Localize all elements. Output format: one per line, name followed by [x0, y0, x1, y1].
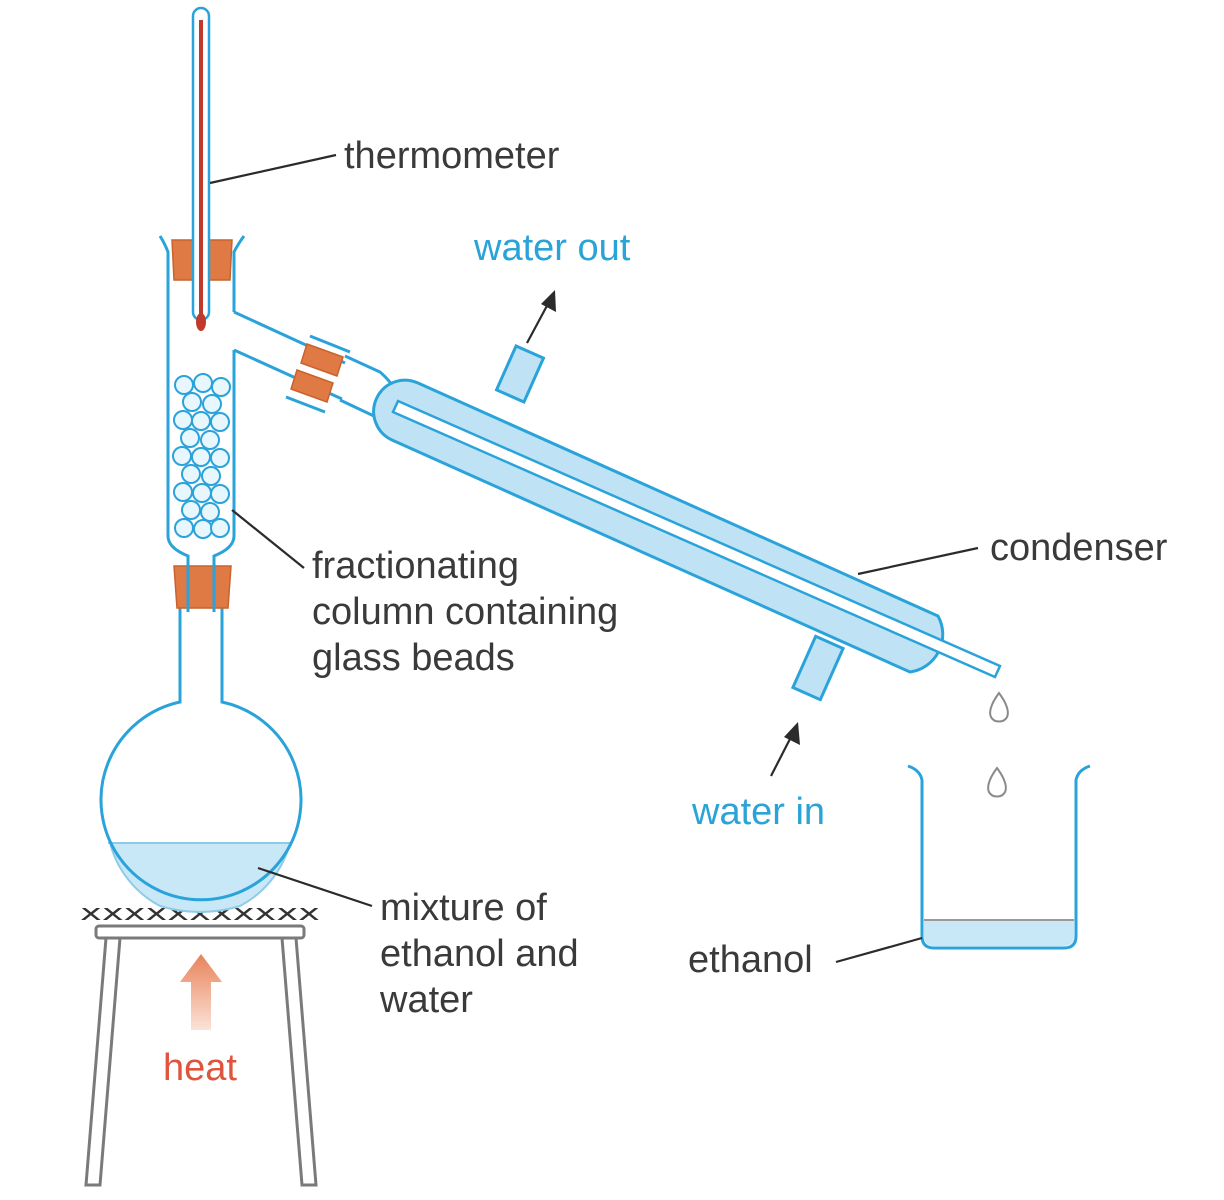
mixture-label-line-3: water	[379, 979, 473, 1021]
thermometer	[191, 6, 211, 331]
mixture-label-line-2: ethanol and	[380, 933, 579, 975]
flask-cork	[173, 560, 232, 612]
mixture-leader	[257, 866, 373, 908]
ethanol-label: ethanol	[688, 939, 813, 981]
ethanol-leader	[835, 936, 923, 964]
condenser-leader	[857, 546, 979, 576]
fractionating-column	[158, 235, 246, 568]
water-out-label: water out	[473, 227, 631, 269]
column-label-line-1: fractionating	[312, 545, 519, 587]
drop-1	[989, 691, 1009, 723]
column-label-line-3: glass beads	[312, 637, 515, 679]
glass-beads	[172, 373, 231, 539]
tripod-stand	[84, 924, 318, 1187]
thermometer-leader	[209, 153, 337, 185]
column-label-line-2: column containing	[312, 591, 618, 633]
water-in-label: water in	[691, 791, 825, 833]
drop-2	[987, 766, 1007, 798]
condenser	[372, 343, 1002, 702]
column-leader	[231, 509, 305, 569]
condenser-label: condenser	[990, 527, 1168, 569]
water-in-arrow	[770, 722, 800, 777]
heat-label: heat	[163, 1047, 237, 1089]
water-out-arrow	[526, 290, 556, 344]
beaker	[907, 764, 1091, 950]
mixture-label-line-1: mixture of	[380, 887, 547, 929]
round-bottom-flask	[99, 580, 303, 913]
heat-arrow	[180, 954, 222, 1030]
thermometer-label: thermometer	[344, 135, 560, 177]
side-arm-cork	[285, 334, 351, 414]
